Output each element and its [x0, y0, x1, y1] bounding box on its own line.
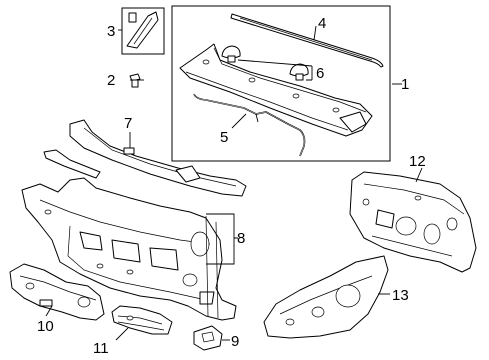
callout-8: 8	[237, 230, 245, 247]
part-13-side-insulator	[263, 255, 389, 339]
clip-inset-box	[121, 7, 165, 55]
callout-13: 13	[392, 287, 409, 304]
part-3-clip	[126, 11, 159, 49]
leader-4	[313, 25, 317, 41]
callout-7: 7	[124, 115, 132, 132]
part-6-caps	[221, 45, 309, 81]
leader-12	[415, 167, 423, 183]
callout-10: 10	[37, 318, 54, 335]
callout-5: 5	[220, 129, 228, 146]
leader-6	[237, 59, 313, 81]
callout-9: 9	[231, 333, 239, 350]
callout-11: 11	[93, 340, 109, 357]
part-11-bracket	[111, 305, 173, 335]
part-9-small-bracket	[193, 325, 223, 351]
callout-3: 3	[107, 23, 115, 40]
leader-8	[206, 213, 238, 265]
part-12-dash-insulator	[349, 171, 477, 273]
part-8-dash-lower	[21, 177, 237, 321]
leader-5	[231, 113, 247, 129]
leader-11	[115, 327, 129, 341]
part-1-cowl-top	[179, 43, 373, 137]
part-2-bolt	[129, 73, 141, 88]
leader-10	[45, 305, 53, 317]
part-4-weatherstrip	[230, 13, 384, 68]
part-5-washer-hose	[193, 93, 306, 157]
callout-4: 4	[318, 15, 326, 32]
callout-12: 12	[409, 153, 426, 170]
part-10-lower-bracket	[9, 263, 105, 321]
callout-2: 2	[107, 72, 115, 89]
cowl-assembly-box	[171, 5, 391, 162]
callout-6: 6	[316, 65, 324, 82]
part-7-upper-dash	[43, 119, 247, 197]
callout-1: 1	[401, 76, 409, 93]
